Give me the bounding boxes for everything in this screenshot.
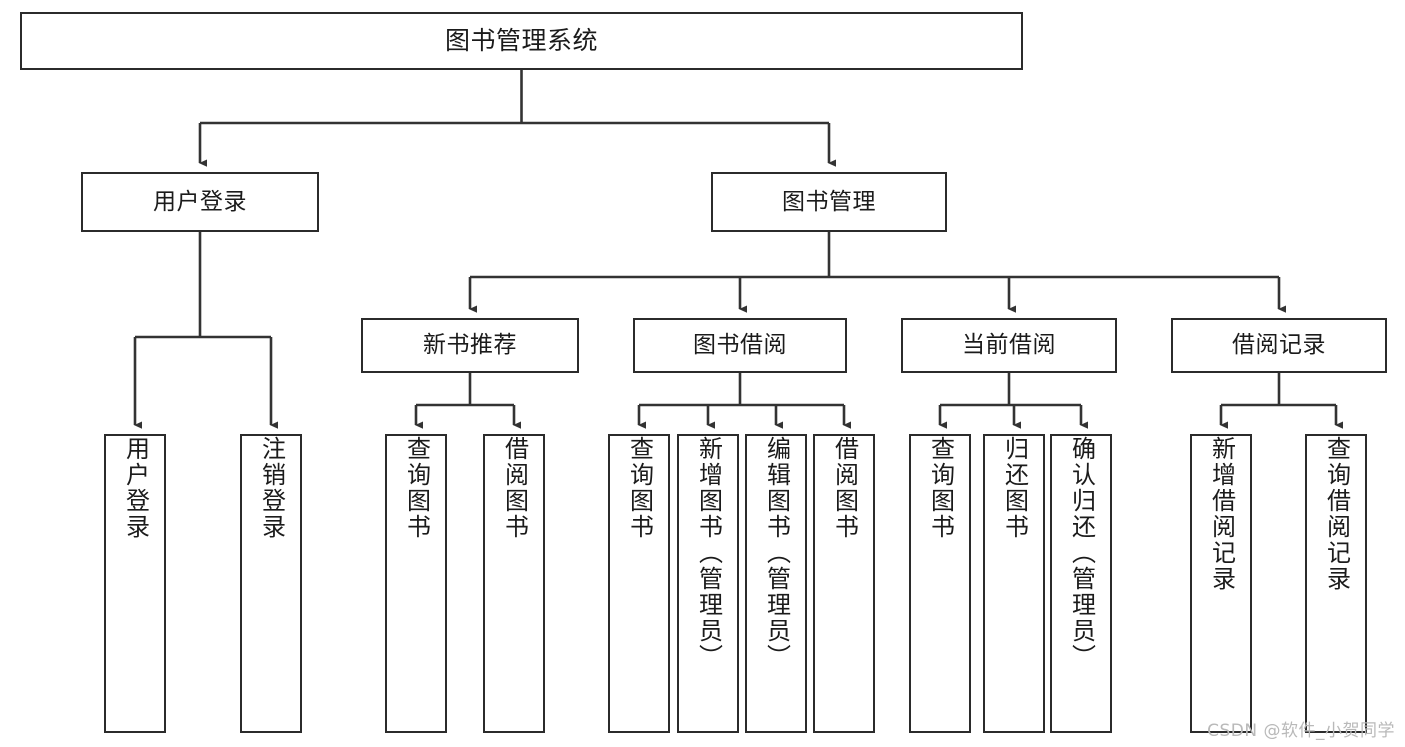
node-leaf-bor-1[interactable]: 查询图书 bbox=[608, 434, 670, 733]
node-label: 查询图书 bbox=[402, 436, 431, 540]
node-leaf-login-1[interactable]: 用户登录 bbox=[104, 434, 166, 733]
node-label: 编辑图书（管理员） bbox=[762, 436, 791, 670]
node-label: 注销登录 bbox=[257, 436, 286, 540]
node-leaf-bor-3[interactable]: 编辑图书（管理员） bbox=[745, 434, 807, 733]
node-leaf-cur-3[interactable]: 确认归还（管理员） bbox=[1050, 434, 1112, 733]
node-newbook[interactable]: 新书推荐 bbox=[361, 318, 579, 373]
node-leaf-new-1[interactable]: 查询图书 bbox=[385, 434, 447, 733]
node-label: 新增图书（管理员） bbox=[694, 436, 723, 670]
node-label: 新增借阅记录 bbox=[1207, 436, 1236, 592]
node-label: 查询图书 bbox=[625, 436, 654, 540]
node-label: 图书管理系统 bbox=[444, 25, 598, 55]
node-label: 借阅记录 bbox=[1232, 332, 1326, 359]
node-label: 确认归还（管理员） bbox=[1067, 436, 1096, 670]
node-label: 用户登录 bbox=[153, 188, 247, 215]
node-leaf-login-2[interactable]: 注销登录 bbox=[240, 434, 302, 733]
node-leaf-new-2[interactable]: 借阅图书 bbox=[483, 434, 545, 733]
node-leaf-cur-1[interactable]: 查询图书 bbox=[909, 434, 971, 733]
node-label: 当前借阅 bbox=[962, 332, 1056, 359]
node-bookmgmt[interactable]: 图书管理 bbox=[711, 172, 947, 232]
node-root[interactable]: 图书管理系统 bbox=[20, 12, 1023, 70]
node-label: 查询图书 bbox=[926, 436, 955, 540]
node-label: 图书管理 bbox=[782, 188, 876, 215]
node-current[interactable]: 当前借阅 bbox=[901, 318, 1117, 373]
node-records[interactable]: 借阅记录 bbox=[1171, 318, 1387, 373]
node-leaf-rec-1[interactable]: 新增借阅记录 bbox=[1190, 434, 1252, 733]
node-label: 归还图书 bbox=[1000, 436, 1029, 540]
node-borrow[interactable]: 图书借阅 bbox=[633, 318, 847, 373]
watermark-text: CSDN @软件_小贺同学 bbox=[1207, 721, 1395, 741]
node-label: 查询借阅记录 bbox=[1322, 436, 1351, 592]
node-leaf-cur-2[interactable]: 归还图书 bbox=[983, 434, 1045, 733]
node-leaf-rec-2[interactable]: 查询借阅记录 bbox=[1305, 434, 1367, 733]
node-leaf-bor-4[interactable]: 借阅图书 bbox=[813, 434, 875, 733]
node-leaf-bor-2[interactable]: 新增图书（管理员） bbox=[677, 434, 739, 733]
node-label: 图书借阅 bbox=[693, 332, 787, 359]
node-label: 用户登录 bbox=[121, 436, 150, 540]
node-label: 新书推荐 bbox=[423, 332, 517, 359]
node-login[interactable]: 用户登录 bbox=[81, 172, 319, 232]
node-label: 借阅图书 bbox=[830, 436, 859, 540]
node-label: 借阅图书 bbox=[500, 436, 529, 540]
